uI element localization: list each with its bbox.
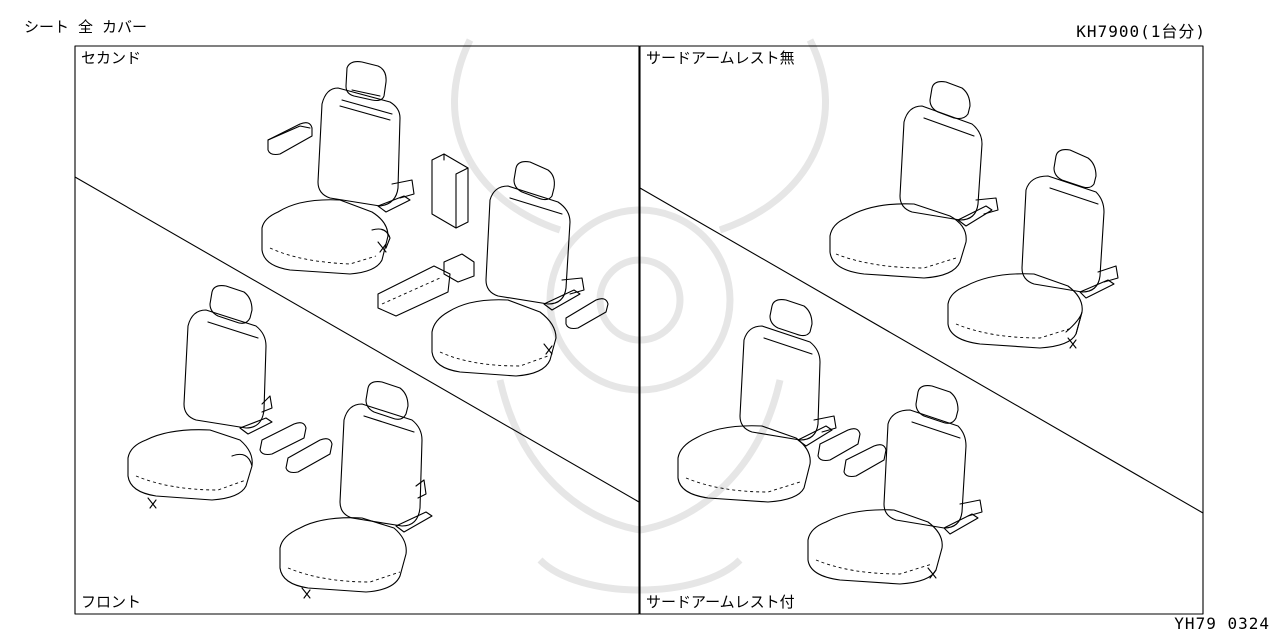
right-divider (639, 187, 1204, 514)
right-panel-frame (639, 45, 1204, 615)
left-divider (74, 176, 640, 503)
front-armrest-pad-1 (259, 422, 307, 456)
third-no-armrest-seat-left (829, 81, 999, 279)
panel-label-second: セカンド (81, 49, 142, 67)
panel-label-third-with-armrest: サードアームレスト付 (646, 593, 795, 611)
third-no-armrest-seat-right (947, 149, 1119, 349)
center-back-panel (431, 153, 469, 229)
panel-label-third-no-armrest: サードアームレスト無 (646, 49, 795, 67)
second-row-seat-right (431, 161, 585, 377)
front-seat-right (279, 381, 433, 599)
third-with-armrest-seat-left (677, 299, 837, 503)
part-code: KH7900(1台分) (1076, 22, 1206, 41)
second-row-seat-left (261, 61, 415, 275)
diagram-title: シート 全 カバー (24, 18, 148, 36)
third-with-armrest-seat-right (807, 385, 983, 585)
reference-number: YH79 0324 (1174, 614, 1270, 633)
third-armrest-pad-2 (843, 444, 887, 478)
panel-label-front: フロント (81, 593, 142, 611)
armrest-pad (267, 122, 313, 156)
third-armrest-pad-1 (817, 428, 861, 462)
left-panel-frame (74, 45, 640, 615)
center-cushion (377, 265, 451, 317)
armrest-pad-right (565, 298, 609, 330)
front-seat-left (127, 285, 273, 509)
front-armrest-pad-2 (285, 438, 333, 474)
armrest-pad-edge (267, 125, 311, 141)
center-small-block (443, 253, 475, 283)
